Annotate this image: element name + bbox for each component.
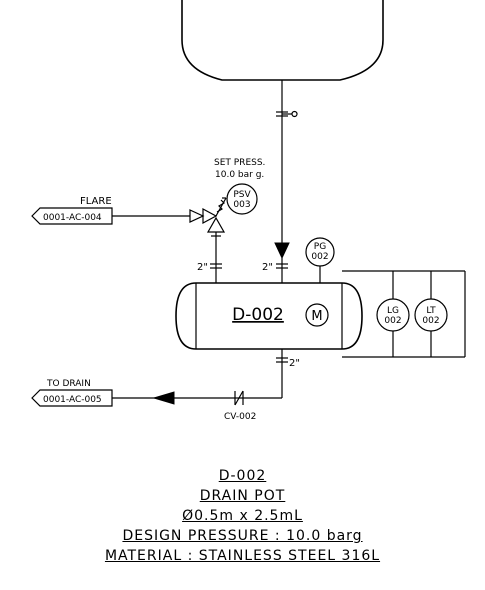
svg-text:002: 002 — [384, 316, 401, 326]
svg-text:003: 003 — [233, 200, 250, 210]
drain-pot-vessel — [175, 282, 363, 350]
inlet-line — [274, 80, 298, 283]
svg-text:LT: LT — [426, 306, 436, 316]
psv-valve-icon — [202, 197, 227, 237]
motor-icon: M — [305, 303, 329, 327]
svg-text:PG: PG — [314, 242, 326, 252]
lg-002-bubble: LG 002 — [376, 298, 410, 332]
flare-offpage-connector — [31, 207, 113, 225]
vessel-tag: D-002 — [232, 305, 284, 325]
title-tag: D-002 — [218, 468, 267, 484]
psv-003-bubble: PSV 003 — [226, 183, 258, 215]
svg-text:PSV: PSV — [233, 190, 251, 200]
lt-002-bubble: LT 002 — [414, 298, 448, 332]
flow-arrow-down — [274, 242, 290, 260]
svg-text:002: 002 — [422, 316, 439, 326]
drain-arrow-icon — [152, 391, 175, 405]
upstream-vessel — [181, 0, 384, 81]
check-valve-icon — [234, 390, 244, 406]
drain-offpage-connector — [31, 389, 113, 407]
inlet-nozzle-size: 2" — [262, 262, 273, 273]
set-press-label: SET PRESS. — [214, 158, 265, 168]
drain-line-number: 0001-AC-005 — [43, 395, 102, 405]
title-name: DRAIN POT — [199, 488, 286, 504]
outlet-nozzle-size: 2" — [289, 358, 300, 369]
title-design-pressure: DESIGN PRESSURE : 10.0 barg — [122, 528, 363, 544]
psv-nozzle-size: 2" — [197, 262, 208, 273]
svg-text:002: 002 — [311, 252, 328, 262]
pg-002-bubble: PG 002 — [305, 237, 335, 283]
flare-line-number: 0001-AC-004 — [43, 213, 102, 223]
title-size: Ø0.5m x 2.5mL — [182, 508, 303, 524]
svg-text:LG: LG — [387, 306, 399, 316]
check-valve-tag: CV-002 — [224, 412, 256, 422]
drain-label: TO DRAIN — [46, 379, 91, 389]
psv-line — [210, 232, 222, 283]
flare-label: FLARE — [80, 196, 112, 207]
title-block: D-002 DRAIN POT Ø0.5m x 2.5mL DESIGN PRE… — [0, 466, 485, 566]
flare-line — [31, 207, 205, 225]
set-press-value: 10.0 bar g. — [215, 170, 264, 180]
flare-arrow-icon — [189, 209, 205, 223]
svg-text:M: M — [311, 309, 322, 324]
title-material: MATERIAL : STAINLESS STEEL 316L — [104, 548, 381, 564]
outlet-line — [112, 349, 288, 399]
level-bridle — [342, 270, 466, 358]
